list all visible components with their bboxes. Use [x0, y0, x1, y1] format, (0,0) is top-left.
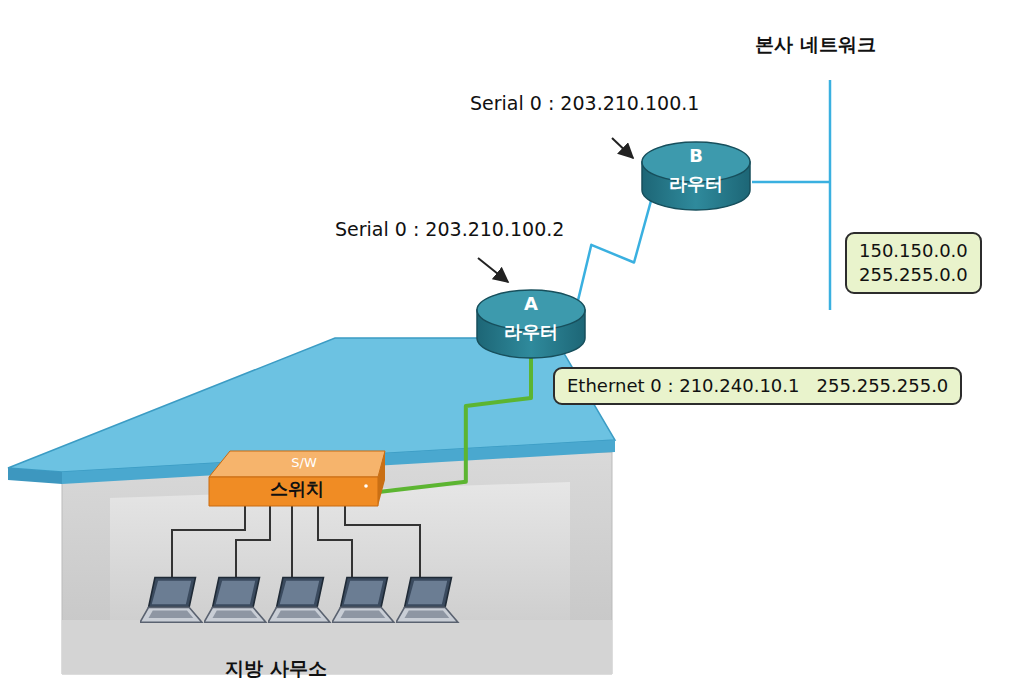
office-title: 지방 사무소: [225, 656, 327, 682]
router: B 라우터: [640, 140, 752, 212]
address-text: Ethernet 0 : 210.240.10.1 255.255.255.0: [567, 374, 948, 398]
device-id: A: [524, 294, 538, 318]
office-building: [8, 338, 615, 674]
leader-arrow: [478, 258, 508, 282]
network-link: [752, 181, 830, 184]
interface-label: Serial 0 : 203.210.100.2: [335, 218, 564, 240]
interface-callout: Ethernet 0 : 210.240.10.1 255.255.255.0: [553, 367, 962, 405]
network-callout: 150.150.0.0255.255.0.0: [845, 232, 982, 294]
device-id: S/W: [277, 450, 317, 476]
device-name: 스위치: [270, 476, 324, 504]
address-text: 255.255.0.0: [859, 263, 968, 287]
network-bus: [829, 80, 832, 310]
device-name: 라우터: [669, 174, 723, 194]
network-title: 본사 네트워크: [755, 32, 876, 58]
device-id: B: [689, 146, 703, 170]
device-name: 라우터: [504, 322, 558, 342]
router: A 라우터: [475, 288, 587, 360]
serial-link: [576, 192, 654, 310]
address-text: 150.150.0.0: [859, 239, 968, 263]
leader-arrow: [612, 138, 633, 158]
ethernet-link: [381, 358, 531, 492]
laptops: [140, 577, 458, 622]
interface-label: Serial 0 : 203.210.100.1: [470, 92, 699, 114]
lan-cables: [172, 505, 420, 585]
switch: S/W스위치: [208, 450, 386, 508]
